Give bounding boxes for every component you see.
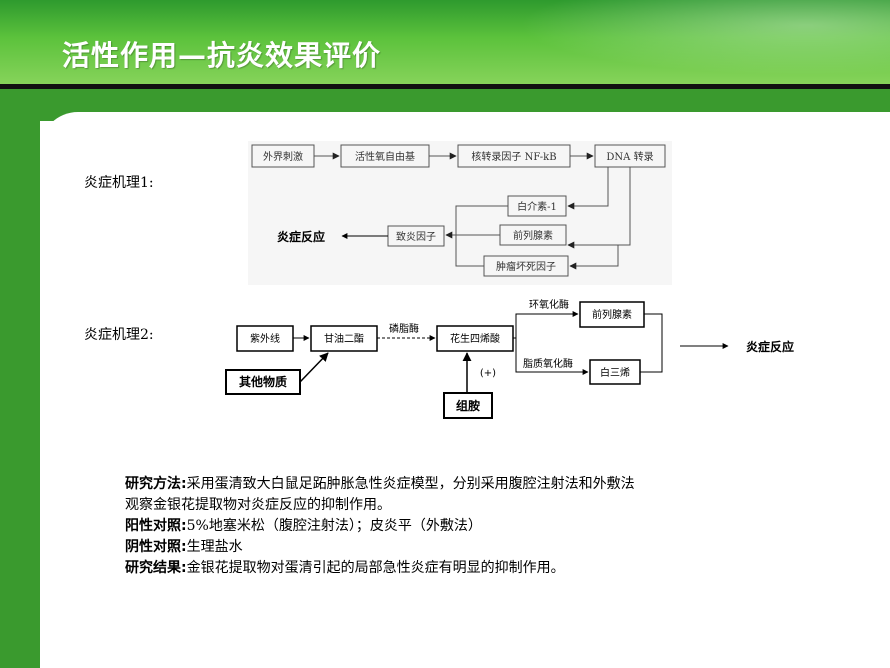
mechanism2-bold-labels: 其他物质 组胺 炎症反应 xyxy=(239,339,794,413)
negative-line: 阴性对照:生理盐水 xyxy=(125,537,825,558)
bracket-factors xyxy=(455,205,508,267)
negative-label: 阴性对照: xyxy=(125,539,187,555)
label-glycerol: 甘油二酯 xyxy=(324,332,364,345)
label-m1-inflammation: 炎症反应 xyxy=(277,229,325,244)
arrow-arachidonic-cox xyxy=(513,311,579,339)
label-ros: 活性氧自由基 xyxy=(355,150,415,163)
label-m2-prostaglandin: 前列腺素 xyxy=(592,308,632,321)
label-leukotriene: 白三烯 xyxy=(600,366,630,379)
label-other: 其他物质 xyxy=(239,374,287,389)
label-plus: (+) xyxy=(480,368,496,379)
label-lox: 脂质氧化酶 xyxy=(523,357,573,370)
slide-title: 活性作用—抗炎效果评价 xyxy=(62,39,382,72)
positive-line: 阳性对照:5%地塞米松（腹腔注射法）；皮炎平（外敷法） xyxy=(125,516,825,537)
mechanism2-diagram xyxy=(225,301,729,419)
label-uv: 紫外线 xyxy=(250,332,280,345)
mechanism2-label: 炎症机理2: xyxy=(84,327,154,343)
arrow-arachidonic-lox xyxy=(515,338,589,375)
method-label: 研究方法: xyxy=(125,476,187,492)
result-text: 金银花提取物对蛋清引起的局部急性炎症有明显的抑制作用。 xyxy=(186,560,565,576)
method-line: 研究方法:采用蛋清致大白鼠足跖肿胀急性炎症模型，分别采用腹腔注射法和外敷法 xyxy=(125,474,825,495)
negative-text: 生理盐水 xyxy=(186,539,243,555)
mechanism1-diagram xyxy=(248,141,672,285)
mechanism1-background xyxy=(248,141,672,285)
label-cox: 环氧化酶 xyxy=(529,298,569,311)
arrow-other-glycerol xyxy=(299,352,329,383)
positive-label: 阳性对照: xyxy=(125,518,187,534)
label-external-stimulus: 外界刺激 xyxy=(263,150,303,163)
label-inflammatory-factor: 致炎因子 xyxy=(396,230,436,243)
bracket-products xyxy=(640,313,663,373)
result-line: 研究结果:金银花提取物对蛋清引起的局部急性炎症有明显的抑制作用。 xyxy=(125,558,825,579)
positive-text: 5%地塞米松（腹腔注射法）；皮炎平（外敷法） xyxy=(186,518,482,534)
study-summary: 研究方法:采用蛋清致大白鼠足跖肿胀急性炎症模型，分别采用腹腔注射法和外敷法 观察… xyxy=(125,474,825,579)
left-green-bar xyxy=(0,89,40,668)
mechanism1-label: 炎症机理1: xyxy=(84,175,154,191)
label-phospholipase: 磷脂酶 xyxy=(389,322,419,335)
label-arachidonic: 花生四烯酸 xyxy=(450,332,500,345)
mechanism1-labels: 外界刺激 活性氧自由基 核转录因子 NF-kB DNA 转录 白介素-1 前列腺… xyxy=(263,150,654,273)
header-divider xyxy=(0,84,890,89)
arrow-dna-il1 xyxy=(567,167,609,210)
header-glow xyxy=(470,0,890,84)
arrow-dna-prostaglandin xyxy=(567,167,631,249)
box-histamine xyxy=(443,392,493,419)
label-m2-inflammation: 炎症反应 xyxy=(746,339,794,354)
mechanism2-labels: 紫外线 甘油二酯 磷脂酶 花生四烯酸 环氧化酶 前列腺素 脂质氧化酶 白三烯 (… xyxy=(250,298,632,379)
label-il1: 白介素-1 xyxy=(517,200,557,213)
result-label: 研究结果: xyxy=(125,560,187,576)
method-text: 采用蛋清致大白鼠足跖肿胀急性炎症模型，分别采用腹腔注射法和外敷法 xyxy=(186,476,635,492)
label-tnf: 肿瘤坏死因子 xyxy=(496,260,556,273)
label-histamine: 组胺 xyxy=(456,398,480,413)
method-line-2: 观察金银花提取物对炎症反应的抑制作用。 xyxy=(125,497,391,513)
label-dna: DNA 转录 xyxy=(606,150,653,163)
label-nfkb: 核转录因子 NF-kB xyxy=(471,150,556,163)
arrow-dna-tnf xyxy=(569,245,619,270)
label-prostaglandin: 前列腺素 xyxy=(513,229,553,242)
slide-header: 活性作用—抗炎效果评价 xyxy=(0,0,890,84)
